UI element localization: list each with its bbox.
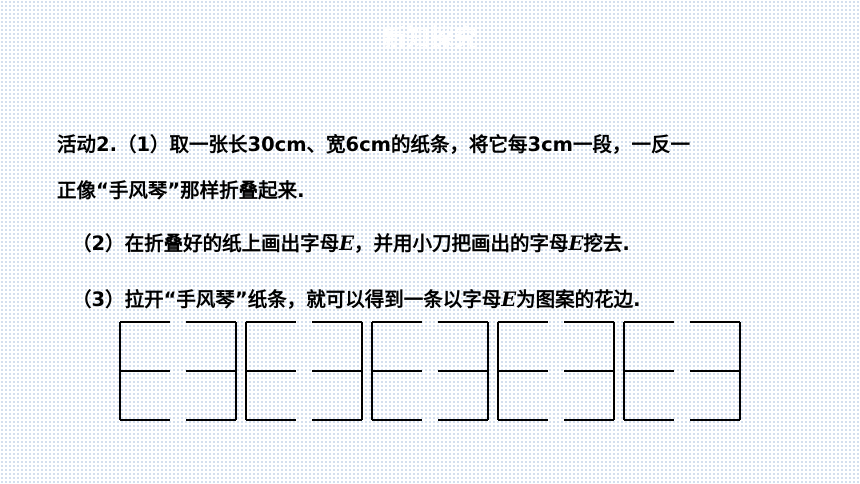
- step2-letter-e: E: [339, 232, 354, 255]
- activity-step-2: （2）在折叠好的纸上画出字母E，并用小刀把画出的字母E挖去.: [72, 227, 630, 256]
- letter-e-pair: [119, 321, 237, 421]
- step3-text-before: （3）拉开“手风琴”纸条，就可以得到一条以字母: [72, 288, 502, 311]
- step2-letter-e-2: E: [568, 232, 584, 255]
- letter-e-pair: [371, 321, 489, 421]
- slide-title: 新知探究: [382, 24, 478, 52]
- lace-unit: [497, 321, 615, 421]
- lace-unit: [119, 321, 237, 421]
- lace-unit: [371, 321, 489, 421]
- activity-step-3: （3）拉开“手风琴”纸条，就可以得到一条以字母E为图案的花边.: [72, 283, 641, 312]
- step2-text-after: 挖去.: [583, 232, 630, 255]
- step3-letter-e: E: [501, 288, 517, 311]
- letter-e-pair: [245, 321, 363, 421]
- step2-text-before: （2）在折叠好的纸上画出字母: [72, 232, 340, 255]
- activity-line-1: 活动2.（1）取一张长30cm、宽6cm的纸条，将它每3cm一段，一反一: [57, 133, 690, 156]
- activity-line-2: 正像“手风琴”那样折叠起来.: [57, 179, 305, 202]
- letter-e-pair: [497, 321, 615, 421]
- lace-unit: [623, 321, 741, 421]
- step3-text-after: 为图案的花边.: [516, 288, 641, 311]
- lace-unit: [245, 321, 363, 421]
- step2-text-middle: ，并用小刀把画出的字母: [353, 232, 569, 255]
- letter-e-pair: [623, 321, 741, 421]
